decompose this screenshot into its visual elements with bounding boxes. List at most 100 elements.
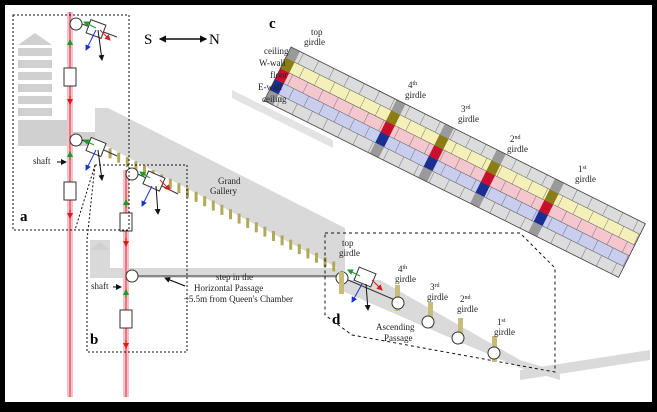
girdle-block xyxy=(418,166,433,182)
legend-top: top xyxy=(311,27,323,37)
girdle-d-ordinal: 3rd xyxy=(430,282,440,292)
panel-label-a: a xyxy=(20,209,28,225)
girdle-d-ordinal: 2nd xyxy=(460,294,471,304)
girdle-block xyxy=(528,221,543,237)
shaft-label-b: shaft xyxy=(91,281,109,291)
gallery-dash xyxy=(229,209,232,220)
girdle-block xyxy=(385,110,401,126)
girdle-block xyxy=(439,123,454,139)
legend-top-girdle: girdle xyxy=(304,37,325,47)
sensor-cluster-b-lower xyxy=(125,269,345,283)
girdle-block xyxy=(375,131,390,148)
legend-e-wall: E-wall xyxy=(258,82,282,92)
gallery-dash xyxy=(332,261,336,272)
gallery-dash xyxy=(254,222,258,233)
shaft-label-a: shaft xyxy=(33,156,51,166)
panel-label-b: b xyxy=(90,332,98,348)
girdle-c-ordinal: 1st xyxy=(578,164,587,174)
girdle-block xyxy=(470,192,485,208)
legend-w-wall: W-wall xyxy=(259,58,286,68)
girdle-block xyxy=(428,145,444,161)
panel-label-c: c xyxy=(269,16,276,32)
girdle-c-word: girdle xyxy=(458,114,479,124)
girdle-block xyxy=(369,142,385,158)
girdle-c-ordinal: 2nd xyxy=(510,134,521,144)
girdle-c-ordinal: 3rd xyxy=(461,104,471,114)
gallery-dash xyxy=(125,157,129,168)
gallery-dash xyxy=(203,196,207,207)
panel-d-box xyxy=(324,232,556,373)
girdle-d-word: girdle xyxy=(427,292,448,302)
panel-d-girdles xyxy=(339,272,501,362)
panel-label-d: d xyxy=(332,312,341,328)
girdle-block xyxy=(480,171,496,187)
girdle-block xyxy=(486,160,501,176)
gallery-dash xyxy=(168,178,172,189)
girdle-d-word: girdle xyxy=(339,248,360,258)
sensor-cluster-a-lower xyxy=(69,133,118,181)
gallery-dash xyxy=(306,248,310,259)
girdle-block xyxy=(423,155,438,172)
gallery-dash xyxy=(289,239,293,250)
grand-gallery-label-2: Gallery xyxy=(210,186,237,196)
legend-floor: floor xyxy=(270,70,288,80)
girdle-block xyxy=(491,149,506,165)
girdle-block xyxy=(391,99,406,115)
girdle-c-word: girdle xyxy=(575,174,596,184)
south-label: S xyxy=(144,32,152,48)
girdle-d-word: girdle xyxy=(494,327,515,337)
shaft-b-box-lower xyxy=(119,309,133,329)
gallery-dash xyxy=(297,244,301,255)
girdle-d-word: girdle xyxy=(457,304,478,314)
wall-legend: top girdle ceiling W-wall floor E-wall c… xyxy=(258,27,325,104)
girdle-c-ordinal: 4th xyxy=(408,80,417,90)
ascending-label-2: Passage xyxy=(384,333,413,343)
girdle-block xyxy=(544,189,559,205)
girdle-d-ordinal: 4th xyxy=(398,264,407,274)
shaft-a-box-lower xyxy=(63,181,77,201)
gallery-dash xyxy=(143,165,146,176)
gallery-dash xyxy=(323,257,327,268)
gallery-dash xyxy=(246,217,250,228)
grand-gallery-label-1: Grand xyxy=(218,176,241,186)
gallery-dash xyxy=(237,213,241,224)
sensor-cluster-a xyxy=(69,17,118,61)
ascending-label-1: Ascending xyxy=(376,322,415,332)
gallery-dash xyxy=(280,235,284,246)
panel-a-box xyxy=(12,14,130,231)
gallery-dash xyxy=(177,183,181,194)
legend-ceiling-bottom: ceiling xyxy=(262,94,287,104)
girdle-block xyxy=(475,181,490,198)
grand-gallery-band xyxy=(95,108,345,272)
gallery-dash xyxy=(263,226,267,237)
gallery-dash xyxy=(211,200,215,211)
panel-b-box xyxy=(86,164,188,353)
girdle-d-ordinal: top xyxy=(342,238,354,248)
step-label-2: Horizontal Passage xyxy=(194,283,263,293)
shaft-a-box-upper xyxy=(63,67,77,87)
gallery-dash xyxy=(272,231,275,241)
gallery-dash xyxy=(315,252,318,263)
gallery-dash xyxy=(134,161,138,172)
girdle-block xyxy=(434,134,449,150)
orientation-indicator: S N xyxy=(144,32,220,48)
girdle-d-word: girdle xyxy=(395,274,416,284)
sensor-cluster-b xyxy=(125,167,179,215)
gallery-dash xyxy=(117,152,121,163)
girdle-c-word: girdle xyxy=(507,144,528,154)
legend-ceiling-top: ceiling xyxy=(264,46,289,56)
gallery-dash xyxy=(186,187,189,198)
shaft-b-box-upper xyxy=(119,212,133,232)
girdle-block xyxy=(380,121,395,137)
gallery-dash xyxy=(220,204,224,215)
horizontal-passage-band xyxy=(90,240,345,278)
girdle-c-word: girdle xyxy=(405,90,426,100)
girdle-block xyxy=(533,210,548,227)
step-label-1: step in the xyxy=(216,272,253,282)
north-label: N xyxy=(209,32,220,48)
girdle-block xyxy=(538,200,554,216)
